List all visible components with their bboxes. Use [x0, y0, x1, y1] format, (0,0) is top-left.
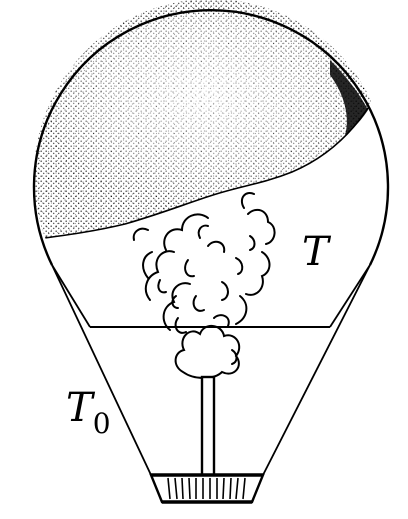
envelope-mouth-line: [51, 264, 91, 328]
outside-temperature-subscript: 0: [92, 407, 111, 440]
burner-flame: [132, 192, 276, 379]
air-boundary-line: [34, 107, 369, 241]
hot-air-stipple: [34, 0, 388, 241]
envelope-mouth-line-right: [329, 264, 371, 328]
inside-temperature-text: T: [302, 229, 329, 275]
outside-temperature-label: T0: [66, 385, 111, 438]
outside-temperature-base: T: [66, 385, 93, 431]
burner-post: [200, 375, 216, 477]
left-suspension-cable: [51, 264, 152, 476]
right-suspension-cable: [262, 264, 371, 476]
inside-temperature-label: T: [302, 232, 329, 272]
gondola-basket: [149, 473, 265, 504]
balloon-envelope: [32, 9, 390, 266]
